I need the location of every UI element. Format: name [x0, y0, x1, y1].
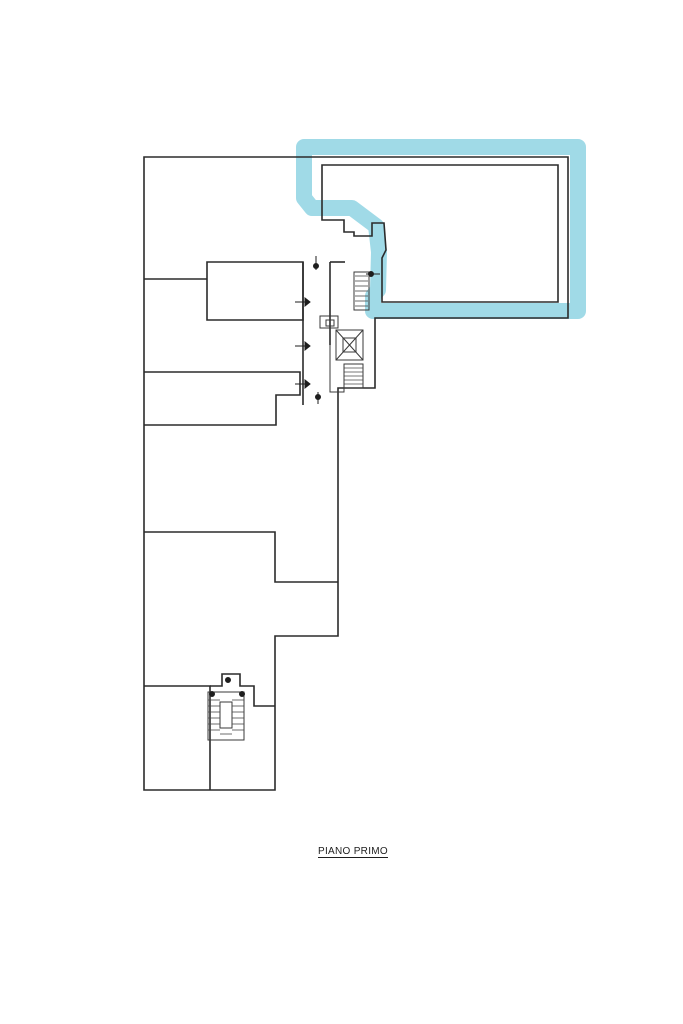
- corridor-south-end: [329, 345, 345, 393]
- building-outline: [143, 156, 569, 791]
- lift-shaft: [335, 329, 364, 361]
- stair-landing-upper: [319, 315, 339, 329]
- lift-cross-b: [335, 329, 364, 361]
- south-west-unit-wall: [144, 531, 338, 583]
- south-door-marker-1: [225, 677, 231, 683]
- door-marker-2: [295, 340, 311, 352]
- stair-treads-upper: [353, 271, 370, 311]
- south-stair-enclosure: [210, 673, 275, 707]
- south-unit-wall: [144, 685, 211, 790]
- plan-caption: PIANO PRIMO: [318, 846, 388, 857]
- lift-car: [342, 337, 357, 353]
- north-west-unit-wall: [144, 261, 304, 321]
- door-marker-1: [295, 296, 311, 308]
- stair-treads-lower: [343, 363, 364, 389]
- stair-landing-mark: [325, 319, 335, 327]
- south-stair: [207, 691, 245, 741]
- highlighted-unit-outline[interactable]: [296, 139, 586, 319]
- door-marker-6: [366, 271, 380, 277]
- middle-west-unit-wall: [144, 371, 301, 426]
- north-east-unit-wall: [321, 164, 559, 303]
- door-marker-3: [295, 378, 311, 390]
- south-door-marker-2: [209, 691, 245, 697]
- door-marker-5: [315, 392, 321, 404]
- door-marker-4: [313, 256, 319, 270]
